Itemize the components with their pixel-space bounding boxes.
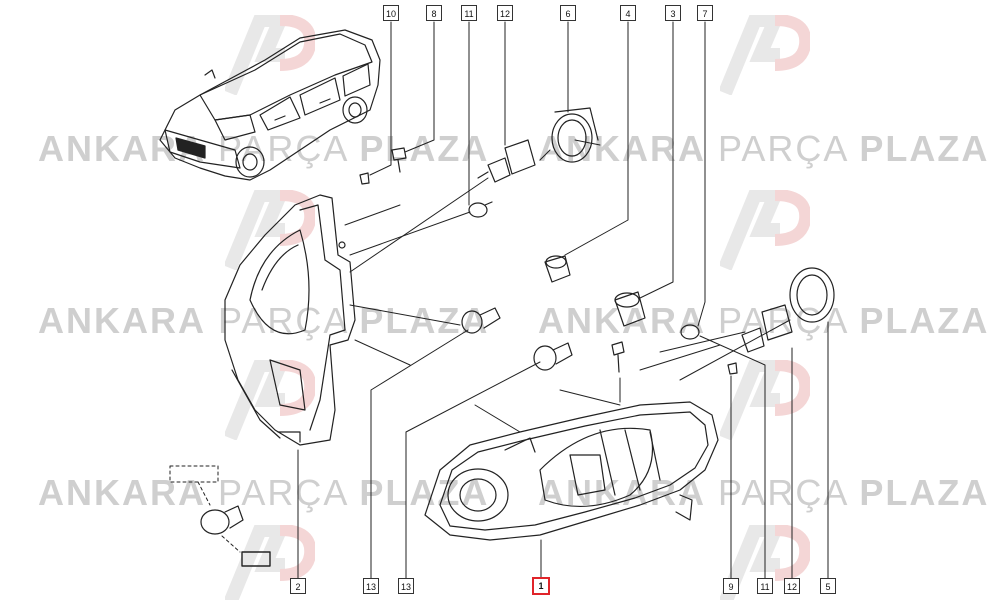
- watermark-row: ANKARA PARÇA PLAZA ANKARA PARÇA PLAZA: [0, 128, 1000, 169]
- label-box: [241, 551, 271, 567]
- watermark-logo-icon: [720, 525, 810, 600]
- watermark-logo-icon: [720, 15, 810, 95]
- watermark-logo-icon: [225, 15, 315, 95]
- car-illustration: [159, 29, 381, 181]
- watermark-logo-icon: [225, 525, 315, 600]
- small-parts: [200, 107, 835, 535]
- headlamp-side-view: [224, 194, 356, 446]
- watermark-text: ANKARA PARÇA PLAZA: [38, 300, 490, 341]
- dashed-connectors: [169, 465, 241, 553]
- headlamp-front-view: [424, 401, 719, 541]
- callout-10: 10: [383, 5, 399, 21]
- watermark-text: ANKARA PARÇA PLAZA: [538, 300, 990, 341]
- callout-13: 13: [398, 578, 414, 594]
- callout-12: 12: [497, 5, 513, 21]
- watermark-text: ANKARA PARÇA PLAZA: [38, 472, 490, 513]
- callout-13: 13: [363, 578, 379, 594]
- watermark-logo-icon: [225, 190, 315, 270]
- callout-5: 5: [820, 578, 836, 594]
- callout-11: 11: [757, 578, 773, 594]
- callout-4: 4: [620, 5, 636, 21]
- watermark-text: ANKARA PARÇA PLAZA: [538, 128, 990, 169]
- callout-3: 3: [665, 5, 681, 21]
- callout-9: 9: [723, 578, 739, 594]
- watermark-logo-icon: [720, 360, 810, 440]
- watermark-text: ANKARA PARÇA PLAZA: [38, 128, 490, 169]
- callout-7: 7: [697, 5, 713, 21]
- leader-lines: [297, 21, 829, 579]
- callout-2: 2: [290, 578, 306, 594]
- callout-12: 12: [784, 578, 800, 594]
- watermark-text: ANKARA PARÇA PLAZA: [538, 472, 990, 513]
- callout-1-highlighted: 1: [532, 577, 550, 595]
- watermark-row: ANKARA PARÇA PLAZA ANKARA PARÇA PLAZA: [0, 300, 1000, 341]
- watermark-row: ANKARA PARÇA PLAZA ANKARA PARÇA PLAZA: [0, 472, 1000, 513]
- callout-11: 11: [461, 5, 477, 21]
- callout-8: 8: [426, 5, 442, 21]
- callout-6: 6: [560, 5, 576, 21]
- watermark-logo-icon: [720, 190, 810, 270]
